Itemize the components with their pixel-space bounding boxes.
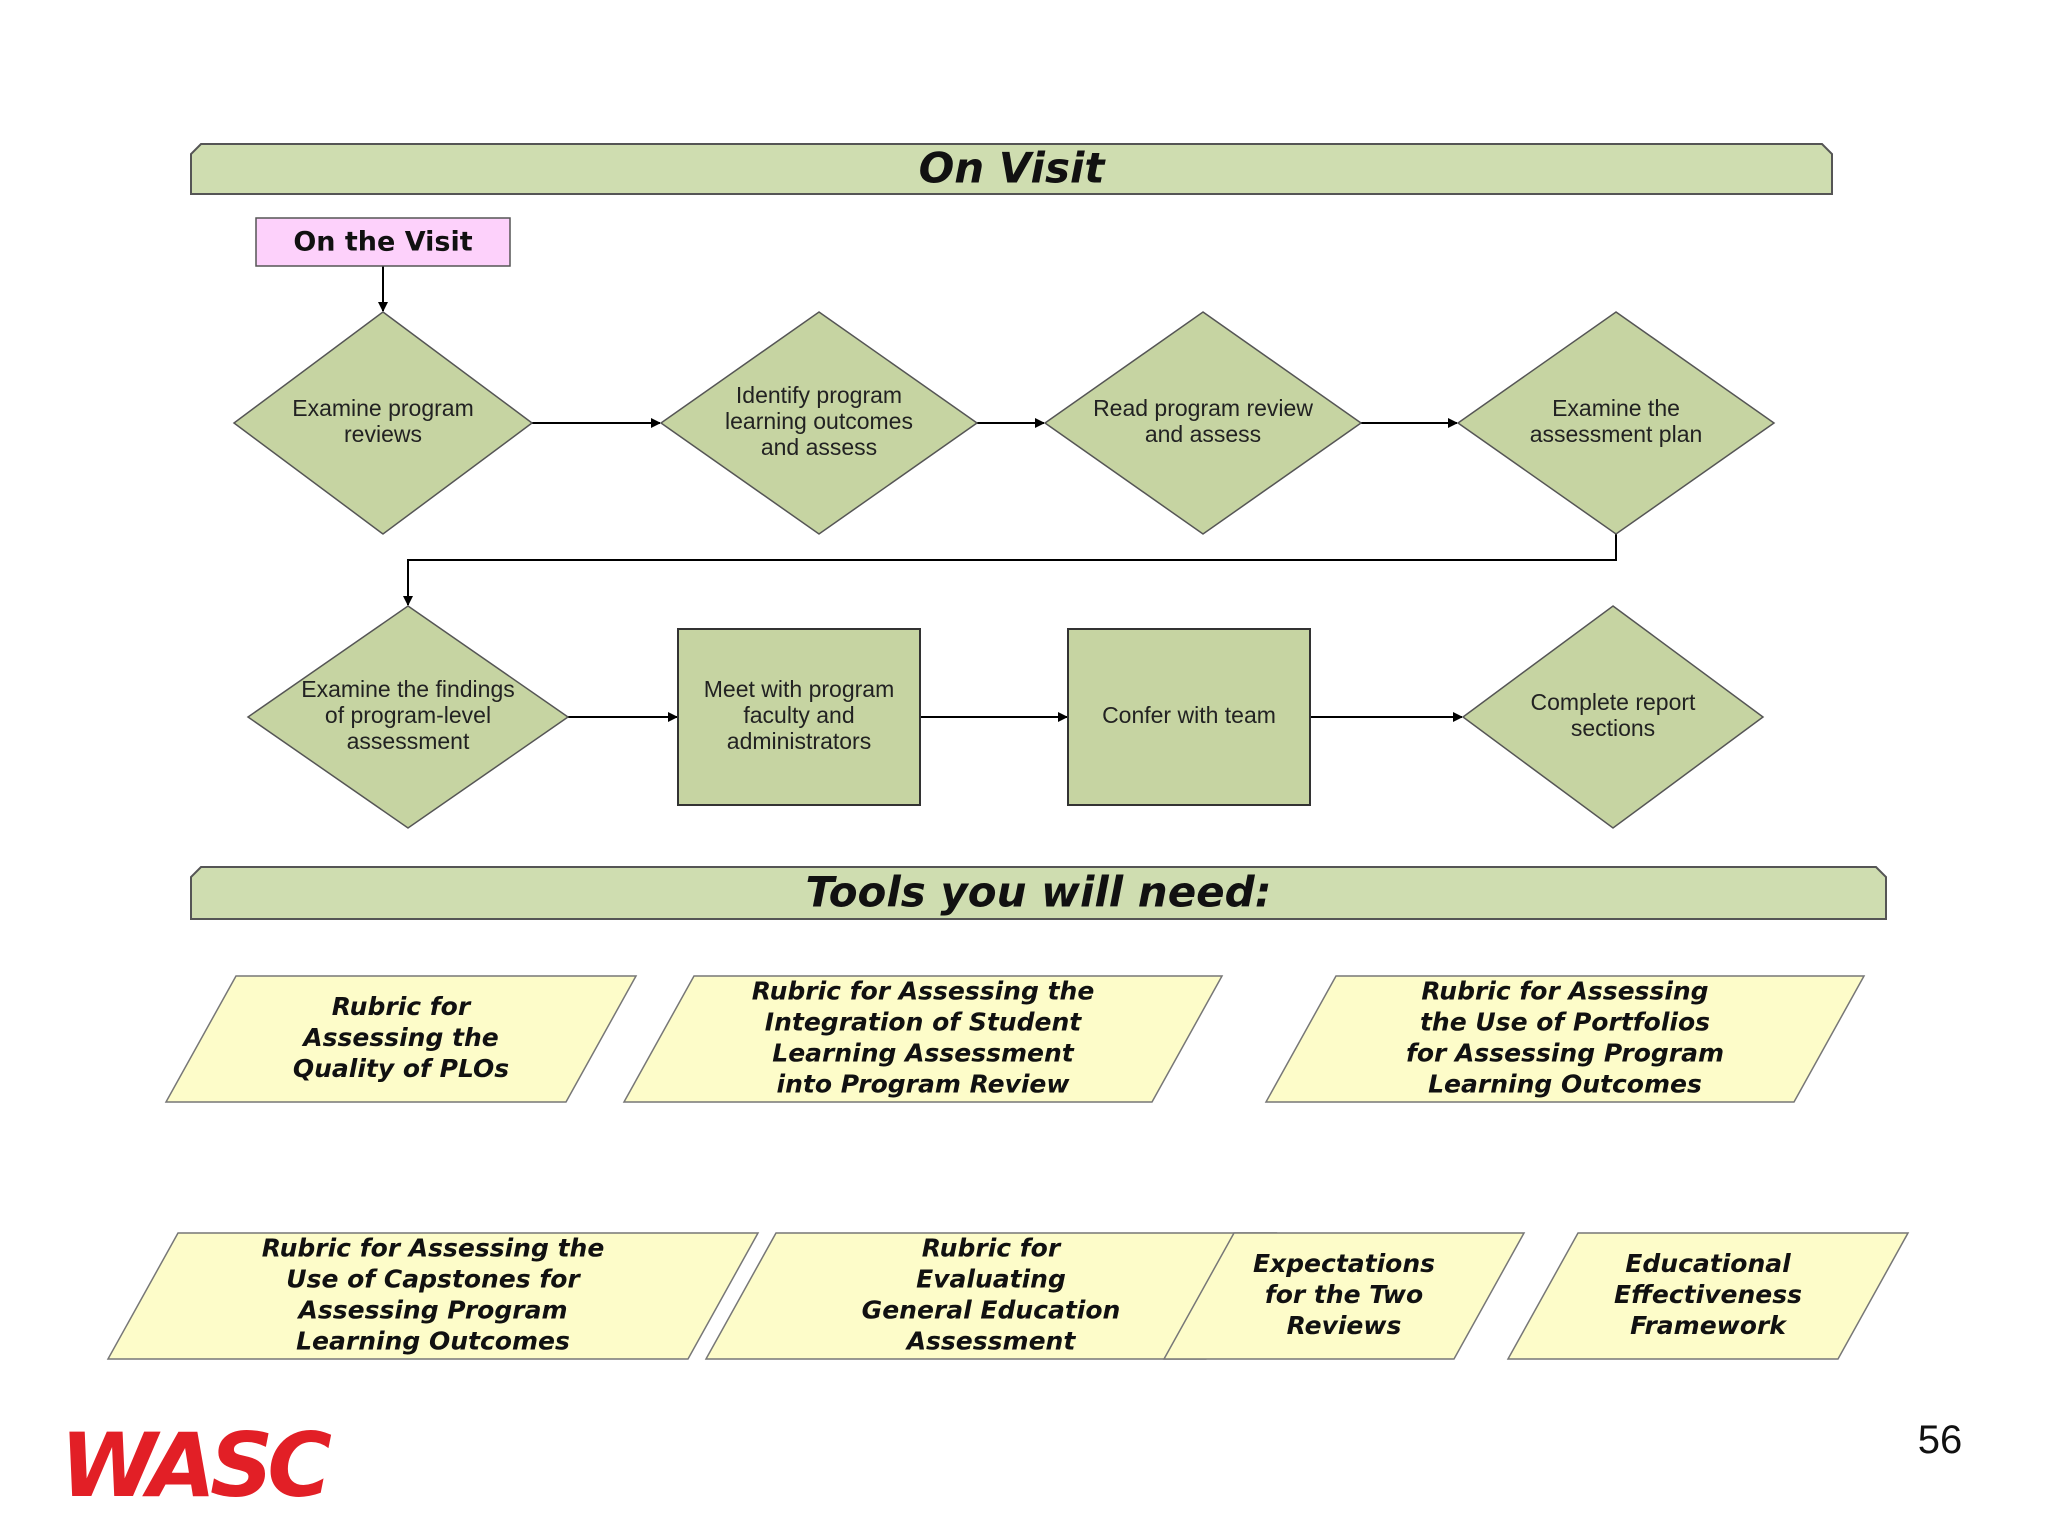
step-s5-line-3: assessment [347,728,470,754]
step-s3-line-2: and assess [1145,421,1261,447]
page-number: 56 [1917,1418,1963,1462]
banner-tools: Tools you will need: [190,866,1887,920]
start-node: On the Visit [255,217,511,267]
tool-t4-shape [106,1232,760,1360]
step-s4-line-1: Examine the [1552,395,1680,421]
step-s5-line-2: of program-level [325,702,491,728]
tool-t6-line-3: Reviews [1287,1311,1402,1340]
tool-t3-line-3: for Assessing Program [1406,1039,1724,1068]
tool-t4-line-1: Rubric for Assessing the [262,1234,605,1263]
step-s8-line-1: Complete report [1531,689,1697,715]
step-s7-line-1: Confer with team [1102,702,1276,728]
step-s6-line-2: faculty and [743,702,854,728]
step-s2-line-3: and assess [761,434,877,460]
tool-t4-line-4: Learning Outcomes [296,1327,570,1356]
step-s2-line-1: Identify program [736,382,902,408]
step-s7: Confer with team [1067,628,1311,806]
tool-t6-shape [1162,1232,1526,1360]
step-s4-line-2: assessment plan [1530,421,1703,447]
step-s6-box [677,628,921,806]
tool-t5-line-3: General Education [862,1296,1121,1325]
step-s7-box [1067,628,1311,806]
edge-s4-to-s5 [403,534,1617,606]
tool-t2-line-1: Rubric for Assessing the [752,977,1095,1006]
banner-on_visit: On Visit [190,143,1833,195]
tool-t4-line-3: Assessing Program [297,1296,568,1325]
step-s6-line-1: Meet with program [704,676,894,702]
tool-t2-line-2: Integration of Student [765,1008,1082,1037]
tool-t7-line-1: Educational [1625,1249,1791,1278]
tool-t2-line-4: into Program Review [777,1070,1071,1099]
tool-t1-line-3: Quality of PLOs [293,1054,509,1083]
step-s1-line-1: Examine program [292,395,474,421]
tool-t2-shape [622,975,1224,1103]
tool-t4-line-2: Use of Capstones for [286,1265,581,1294]
step-s5-line-1: Examine the findings [301,676,515,702]
step-s4-diamond [1456,311,1776,535]
tool-t2-line-3: Learning Assessment [772,1039,1074,1068]
tool-t7-shape [1506,1232,1910,1360]
tool-t6-line-1: Expectations [1253,1249,1435,1278]
tool-t1-line-2: Assessing the [301,1023,499,1052]
tool-t5-line-1: Rubric for [922,1234,1062,1263]
edges-layer [378,266,1617,722]
start-node-label: On the Visit [293,227,472,258]
step-s3-line-1: Read program review [1093,395,1313,421]
step-s1-line-2: reviews [344,421,422,447]
step-s8-line-2: sections [1571,715,1655,741]
tool-t3-shape [1264,975,1866,1103]
tool-t1-shape [164,975,638,1103]
tool-t5-line-4: Assessment [905,1327,1077,1356]
logo-layer: WASC [60,1414,337,1517]
step-s5-diamond [246,605,570,829]
tool-t3-line-2: the Use of Portfolios [1420,1008,1710,1037]
step-s1-diamond [232,311,534,535]
tool-t7-line-2: Effectiveness [1614,1280,1802,1309]
step-s2-diamond [659,311,979,535]
start-node-shape [255,217,511,267]
tool-t1-line-1: Rubric for [332,992,472,1021]
step-s2-line-2: learning outcomes [725,408,913,434]
banner-on_visit-shape [190,143,1833,195]
step-s6-line-3: administrators [727,728,871,754]
tool-t7-line-3: Framework [1630,1311,1787,1340]
banner-tools-shape [190,866,1887,920]
tool-t5-line-2: Evaluating [916,1265,1066,1294]
tool-t6-line-2: for the Two [1265,1280,1423,1309]
step-s3-diamond [1043,311,1363,535]
banner-on_visit-title: On Visit [919,144,1107,193]
step-s8-diamond [1461,605,1765,829]
banner-tools-title: Tools you will need: [805,868,1271,917]
tool-t3-line-4: Learning Outcomes [1428,1070,1702,1099]
wasc-logo: WASC [60,1414,331,1517]
tool-t3-line-1: Rubric for Assessing [1421,977,1708,1006]
